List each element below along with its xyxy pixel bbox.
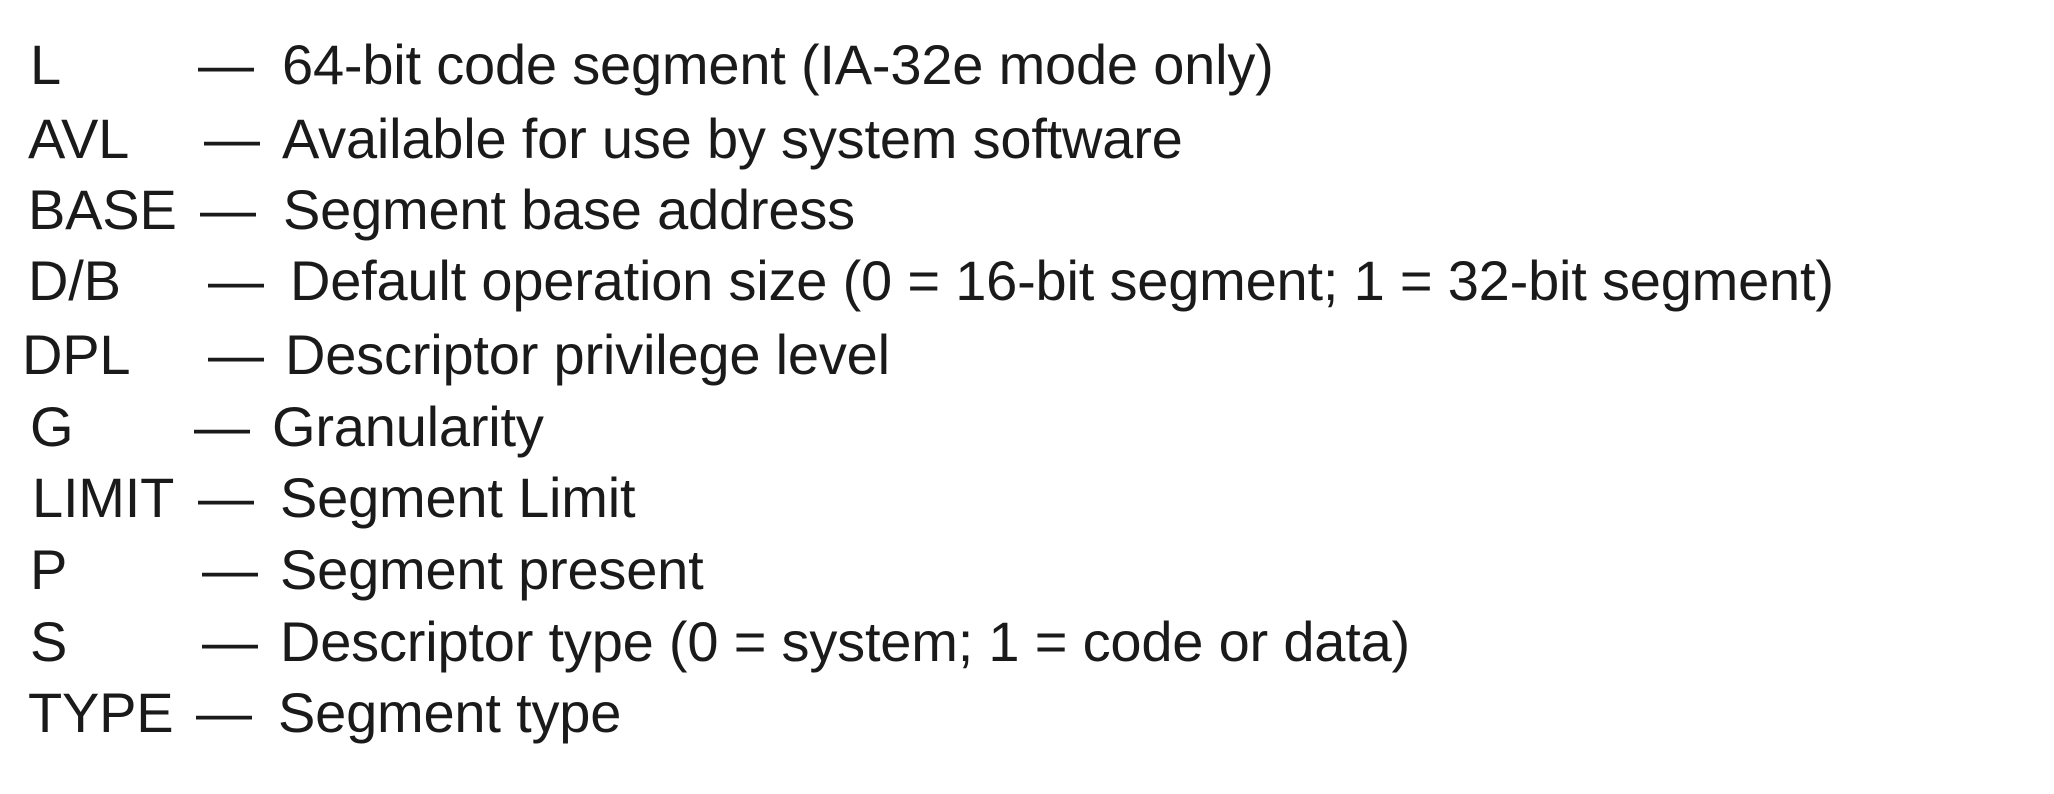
em-dash: — xyxy=(208,249,264,312)
field-description: Descriptor privilege level xyxy=(285,323,890,386)
field-description: Granularity xyxy=(272,395,544,458)
em-dash: — xyxy=(204,107,260,170)
field-abbreviation: LIMIT xyxy=(32,466,175,529)
field-abbreviation: AVL xyxy=(28,107,130,170)
field-abbreviation: S xyxy=(30,610,68,673)
em-dash: — xyxy=(202,538,258,601)
em-dash: — xyxy=(202,610,258,673)
em-dash: — xyxy=(198,466,254,529)
field-description: Segment present xyxy=(280,538,704,601)
em-dash: — xyxy=(208,323,264,386)
field-abbreviation: DPL xyxy=(22,323,131,386)
field-description: Available for use by system software xyxy=(282,107,1183,170)
field-description: Descriptor type (0 = system; 1 = code or… xyxy=(280,610,1410,673)
em-dash: — xyxy=(194,395,250,458)
field-abbreviation: G xyxy=(30,395,74,458)
em-dash: — xyxy=(196,681,252,744)
field-description: Default operation size (0 = 16-bit segme… xyxy=(290,249,1834,312)
field-abbreviation: P xyxy=(30,538,68,601)
field-description: Segment Limit xyxy=(280,466,636,529)
em-dash: — xyxy=(198,33,254,96)
field-abbreviation: BASE xyxy=(28,178,177,241)
field-description: Segment base address xyxy=(283,178,855,241)
field-description: 64-bit code segment (IA-32e mode only) xyxy=(282,33,1274,96)
em-dash: — xyxy=(200,178,256,241)
field-abbreviation: D/B xyxy=(28,249,121,312)
field-abbreviation: L xyxy=(30,33,61,96)
field-description: Segment type xyxy=(278,681,622,744)
field-abbreviation: TYPE xyxy=(28,681,174,744)
